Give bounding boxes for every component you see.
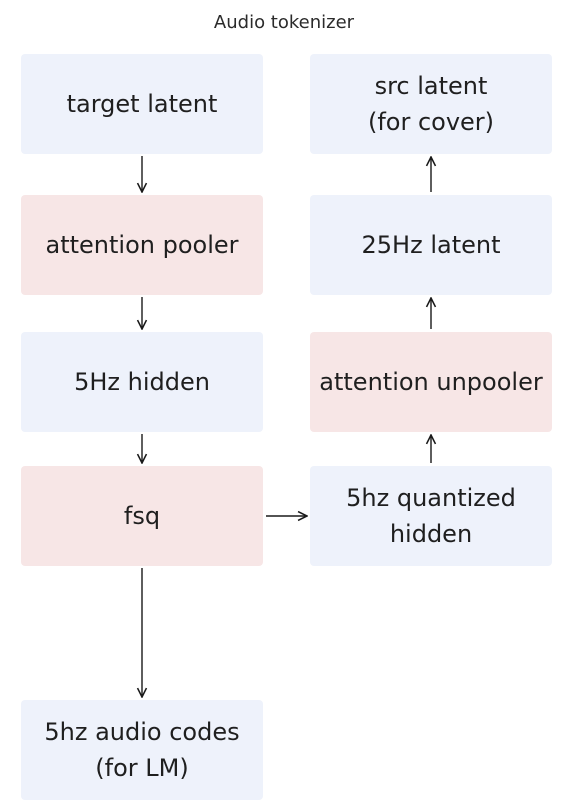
hidden-5hz-node: 5Hz hidden <box>21 332 263 432</box>
quantized-hidden-node: 5hz quantized hidden <box>310 466 552 566</box>
src-latent-node: src latent (for cover) <box>310 54 552 154</box>
attention-pooler-node: attention pooler <box>21 195 263 295</box>
attention-unpooler-node: attention unpooler <box>310 332 552 432</box>
target-latent-node: target latent <box>21 54 263 154</box>
audio-codes-node: 5hz audio codes (for LM) <box>21 700 263 800</box>
latent-25hz-node: 25Hz latent <box>310 195 552 295</box>
fsq-node: fsq <box>21 466 263 566</box>
diagram-title: Audio tokenizer <box>213 12 355 33</box>
